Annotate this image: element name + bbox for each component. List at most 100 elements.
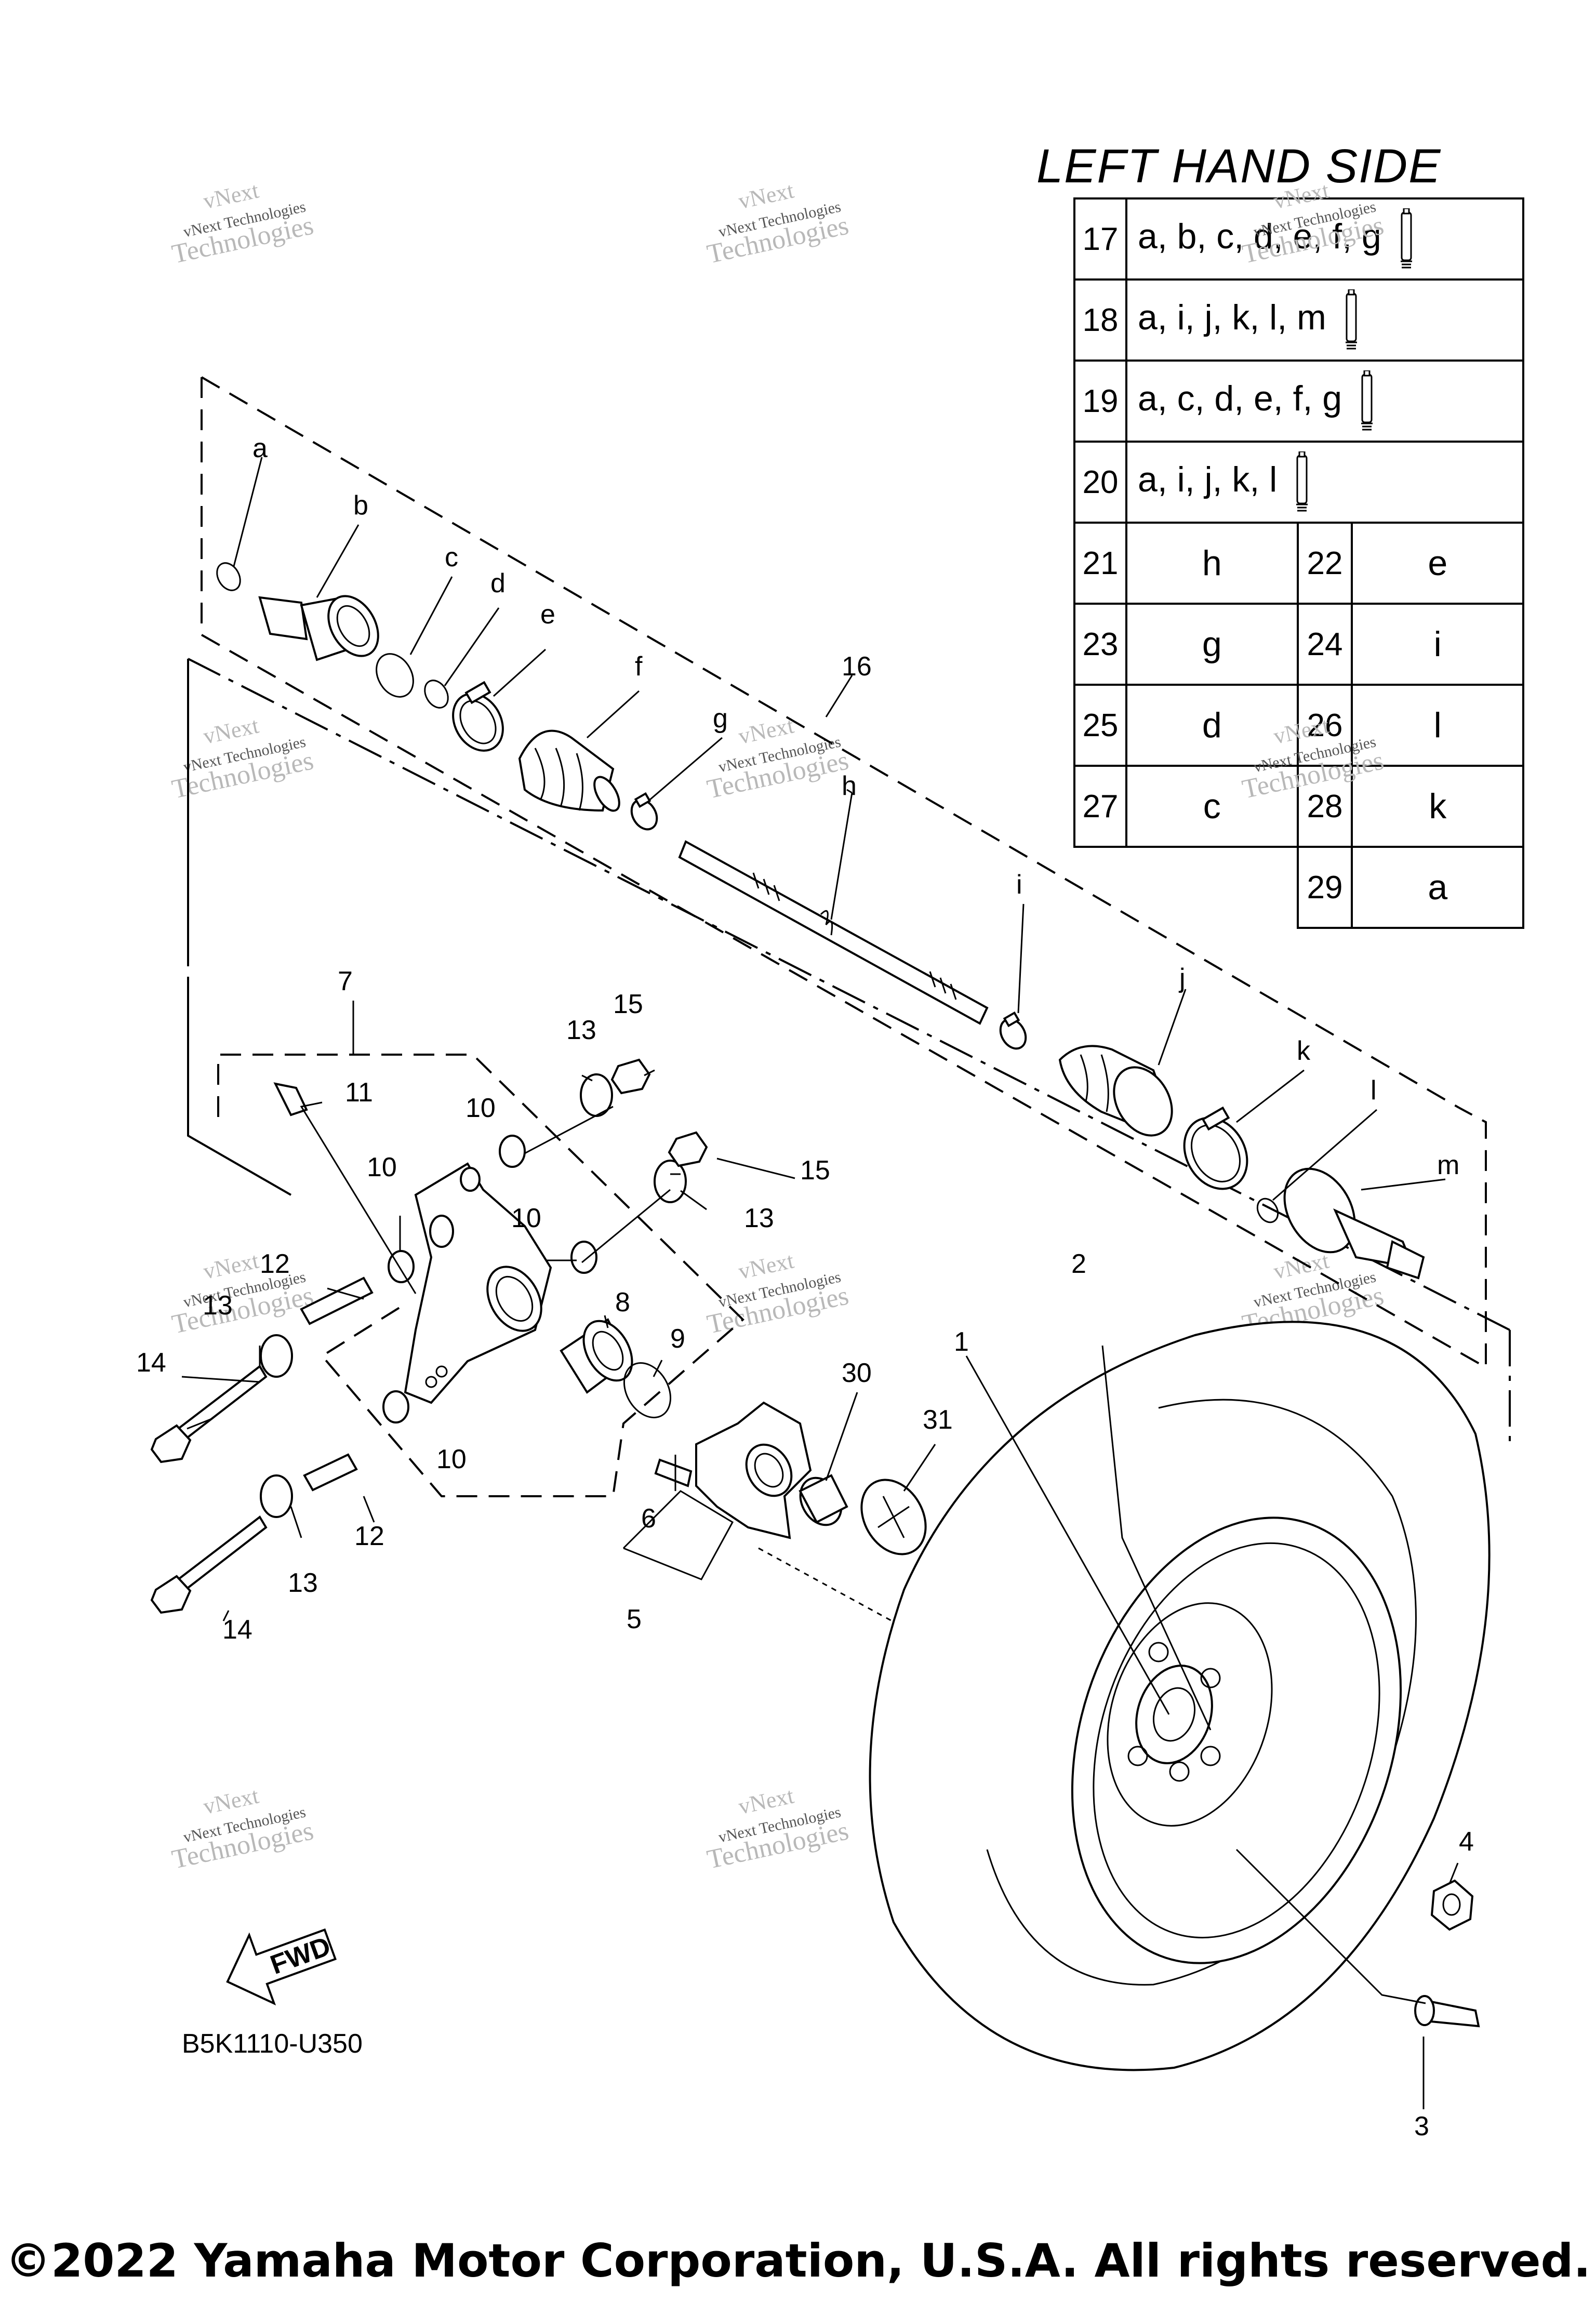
watermark: vNext vNext Technologies Technologies — [169, 1783, 316, 1875]
grease-tube-icon — [1345, 289, 1357, 350]
table-cell-parts: d — [1125, 684, 1299, 767]
table-row: 17 a, b, c, d, e, f, g — [1073, 197, 1524, 281]
drive-shaft-part — [678, 840, 989, 1025]
table-cell-number: 29 — [1296, 846, 1353, 929]
table-cell-number: 22 — [1296, 522, 1353, 605]
callout-10: 10 — [367, 1152, 397, 1182]
callout-5: 5 — [627, 1604, 642, 1634]
callout-13: 13 — [744, 1203, 774, 1233]
axis-line — [758, 1547, 1159, 1767]
bushing-part — [260, 1334, 293, 1378]
table-cell-parts: a, i, j, k, l, m — [1125, 278, 1524, 362]
nut-part — [668, 1131, 708, 1167]
callout-j: j — [1178, 963, 1186, 993]
circlip-part — [216, 562, 241, 591]
callout-d: d — [490, 568, 506, 598]
callout-8: 8 — [615, 1287, 630, 1318]
callout-f: f — [635, 651, 643, 682]
watermark-text: vNext — [736, 1783, 796, 1819]
table-cell-number: 26 — [1296, 684, 1353, 767]
callout-14: 14 — [222, 1615, 252, 1645]
callout-3: 3 — [1414, 2111, 1429, 2141]
table-cell-number: 19 — [1073, 360, 1127, 443]
callout-16: 16 — [842, 651, 872, 682]
table-row: 20 a, i, j, k, l — [1073, 441, 1524, 524]
watermark: vNext vNext Technologies Technologies — [704, 1248, 851, 1340]
watermark-text: vNext — [201, 1783, 261, 1819]
bushing-part — [654, 1160, 687, 1203]
hub-cap-part — [860, 1479, 927, 1555]
watermark: vNext vNext Technologies Technologies — [704, 1783, 851, 1875]
callout-15: 15 — [613, 989, 643, 1019]
table-cell-parts: a, i, j, k, l — [1125, 441, 1524, 524]
nut-part — [610, 1058, 651, 1095]
callout-h: h — [842, 771, 857, 801]
bearing-part — [560, 1318, 633, 1394]
callout-2: 2 — [1071, 1249, 1086, 1279]
callout-k: k — [1297, 1036, 1311, 1066]
table-cell-number: 28 — [1296, 765, 1353, 848]
boot-part — [518, 729, 620, 812]
callout-10: 10 — [436, 1444, 467, 1474]
callout-b: b — [353, 490, 368, 521]
knuckle-part — [404, 1162, 552, 1404]
leader-lines — [181, 457, 1459, 2109]
driveshaft-assembly-boundary — [201, 377, 1487, 1369]
diagram-code: B5K1110-U350 — [182, 2029, 363, 2059]
outer-assembly-boundary-left — [187, 659, 291, 1196]
table-cell-parts: g — [1125, 603, 1299, 686]
callout-labels: a b c d e f g 16 h i j k l m 7 11 13 15 … — [136, 433, 1474, 2141]
boot-band-part — [452, 681, 504, 752]
watermark: vNext vNext Technologies Technologies — [169, 1248, 316, 1340]
spacer-part — [303, 1453, 358, 1492]
watermark: vNext vNext Technologies Technologies — [1240, 713, 1386, 805]
circlip-part — [1256, 1198, 1279, 1223]
table-cell-number: 17 — [1073, 197, 1127, 281]
grease-nipple-part — [273, 1082, 308, 1116]
table-cell-number: 18 — [1073, 278, 1127, 362]
table-cell-number: 24 — [1296, 603, 1353, 686]
table-cell-parts: a — [1351, 846, 1524, 929]
callout-4: 4 — [1459, 1827, 1474, 1857]
section-title: LEFT HAND SIDE — [1036, 140, 1442, 193]
wheel-nut-part — [1430, 1879, 1474, 1931]
table-cell-parts-text: a, i, j, k, l, m — [1138, 297, 1326, 337]
driveshaft-assembly-boundary-top — [201, 376, 1460, 1109]
watermark-text: vNext — [736, 1248, 796, 1284]
table-cell-parts-text: a, i, j, k, l — [1138, 459, 1278, 499]
watermark: vNext vNext Technologies Technologies — [704, 178, 851, 270]
collar-part — [499, 1135, 526, 1168]
bushing-part — [260, 1474, 293, 1518]
table-cell-number: 25 — [1073, 684, 1127, 767]
callout-7: 7 — [338, 966, 353, 996]
valve-part — [1414, 1995, 1480, 2028]
table-row: 21 h 22 e — [1073, 522, 1524, 605]
wheel-rim-part — [1071, 1516, 1402, 1964]
callout-13: 13 — [288, 1568, 318, 1598]
stud-bolt-part — [654, 1458, 693, 1487]
grease-tube-icon — [1400, 208, 1412, 269]
watermark: vNext vNext Technologies Technologies — [169, 178, 316, 270]
table-row: 19 a, c, d, e, f, g — [1073, 360, 1524, 443]
table-cell-parts: a, c, d, e, f, g — [1125, 360, 1524, 443]
forward-arrow-icon: FWD — [226, 1928, 337, 2006]
table-cell-parts: i — [1351, 603, 1524, 686]
callout-10: 10 — [511, 1203, 541, 1233]
table-cell-parts-text: a, b, c, d, e, f, g — [1138, 216, 1381, 256]
watermark-text: vNext — [1271, 178, 1331, 214]
boot-band-part — [1183, 1106, 1248, 1190]
callout-e: e — [540, 600, 555, 630]
boot-part — [1058, 1045, 1173, 1137]
callout-12: 12 — [260, 1249, 290, 1279]
callout-l: l — [1371, 1075, 1377, 1106]
callout-9: 9 — [670, 1324, 685, 1354]
table-cell-parts: e — [1351, 522, 1524, 605]
o-ring-part — [376, 653, 414, 698]
spacer-part — [300, 1276, 374, 1325]
assembly-table: 17 a, b, c, d, e, f, g 18 a, i, j, k, l,… — [1073, 197, 1524, 929]
bolt-part — [150, 1515, 268, 1614]
circlip-part — [424, 680, 449, 709]
callout-10: 10 — [466, 1093, 496, 1123]
grease-tube-icon — [1296, 451, 1308, 512]
watermark-text: vNext — [201, 713, 261, 749]
